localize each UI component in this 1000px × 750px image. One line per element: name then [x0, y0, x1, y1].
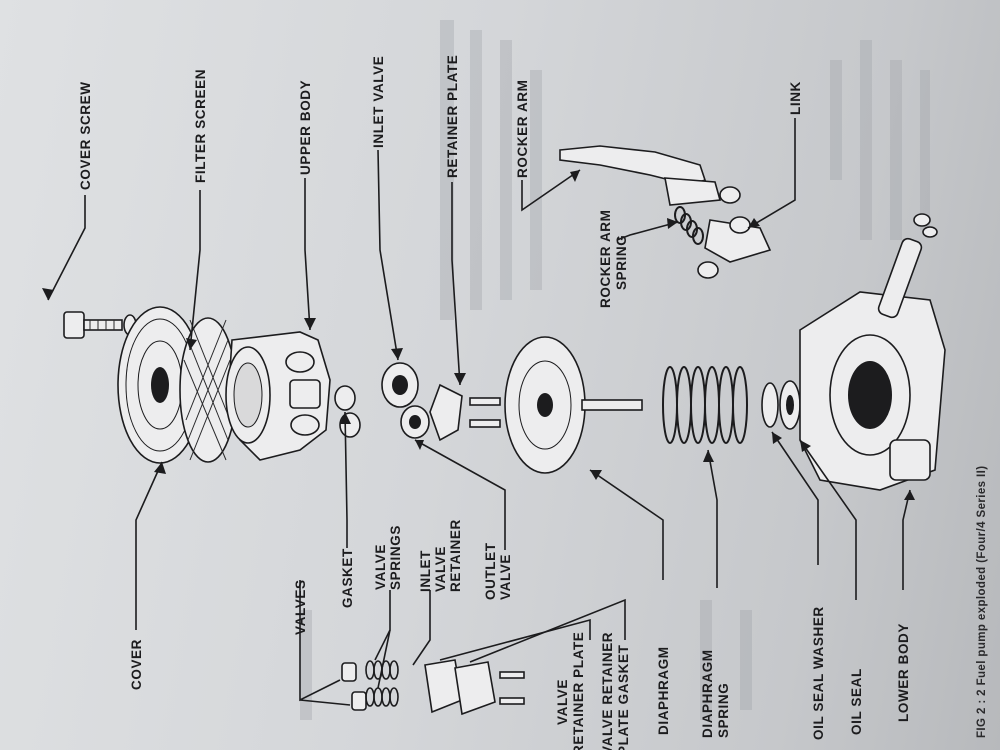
outlet-valve-part: [400, 405, 430, 439]
label-diaphragm-spring-line1: DIAPHRAGM: [700, 649, 715, 738]
label-inlet-valve: INLET VALVE: [371, 56, 386, 148]
small-valve-springs-part: [365, 660, 399, 707]
label-cover: COVER: [129, 639, 144, 690]
label-retainer-plate: RETAINER PLATE: [445, 55, 460, 178]
small-retainer-plates-part: [424, 659, 525, 716]
rocker-arm-spring-part: [674, 206, 704, 245]
label-valve-retainer-plate-gasket-line2: PLATE GASKET: [616, 644, 631, 750]
label-diaphragm: DIAPHRAGM: [656, 646, 671, 735]
label-inlet-valve-retainer-line1: INLET: [418, 550, 433, 592]
figure-caption: FIG 2 : 2 Fuel pump exploded (Four/4 Ser…: [976, 466, 988, 738]
label-upper-body: UPPER BODY: [298, 80, 313, 175]
bleed-through-text: [300, 20, 930, 720]
label-inlet-valve-retainer-line2: VALVE: [433, 546, 448, 592]
rocker-arm-part: [559, 145, 722, 206]
small-valves-part: [341, 662, 367, 711]
label-rocker-arm-spring-line1: ROCKER ARM: [598, 210, 613, 309]
filter-screen-part: [179, 317, 237, 463]
retainer-plate-part: [429, 383, 501, 442]
leader-lines: [42, 118, 915, 706]
upper-body-part: [225, 331, 331, 461]
label-oil-seal: OIL SEAL: [849, 668, 864, 735]
label-outlet-valve-line1: OUTLET: [483, 542, 498, 600]
cover-screw-part: [63, 311, 137, 339]
label-rocker-arm: ROCKER ARM: [515, 80, 530, 179]
diaphragm-part: [504, 336, 643, 474]
label-cover-screw: COVER SCREW: [78, 81, 93, 190]
label-valve-springs-line1: VALVE: [373, 544, 388, 590]
label-valves: VALVES: [293, 579, 308, 635]
label-outlet-valve-line2: VALVE: [498, 554, 513, 600]
gasket-part: [334, 385, 361, 438]
label-valve-retainer-plate-gasket-line1: VALVE RETAINER: [600, 632, 615, 750]
label-inlet-valve-retainer-line3: RETAINER: [448, 519, 463, 592]
label-valve-retainer-plate-line2: RETAINER PLATE: [571, 632, 586, 750]
label-rocker-arm-spring-line2: SPRING: [614, 235, 629, 290]
lower-body-part: [799, 291, 946, 491]
label-valve-retainer-plate-line1: VALVE: [555, 679, 570, 725]
label-filter-screen: FILTER SCREEN: [193, 69, 208, 183]
label-oil-seal-washer: OIL SEAL WASHER: [811, 606, 826, 740]
pivot-pin-part: [877, 213, 938, 319]
label-link: LINK: [788, 81, 803, 115]
inlet-valve-part: [381, 362, 419, 408]
label-gasket: GASKET: [340, 548, 355, 608]
label-diaphragm-spring-line2: SPRING: [716, 683, 731, 738]
oil-seal-part: [779, 380, 801, 430]
label-valve-springs-line2: SPRINGS: [388, 525, 403, 590]
diaphragm-spring-part: [662, 366, 748, 444]
oil-seal-washer-part: [761, 382, 779, 428]
label-lower-body: LOWER BODY: [896, 623, 911, 722]
